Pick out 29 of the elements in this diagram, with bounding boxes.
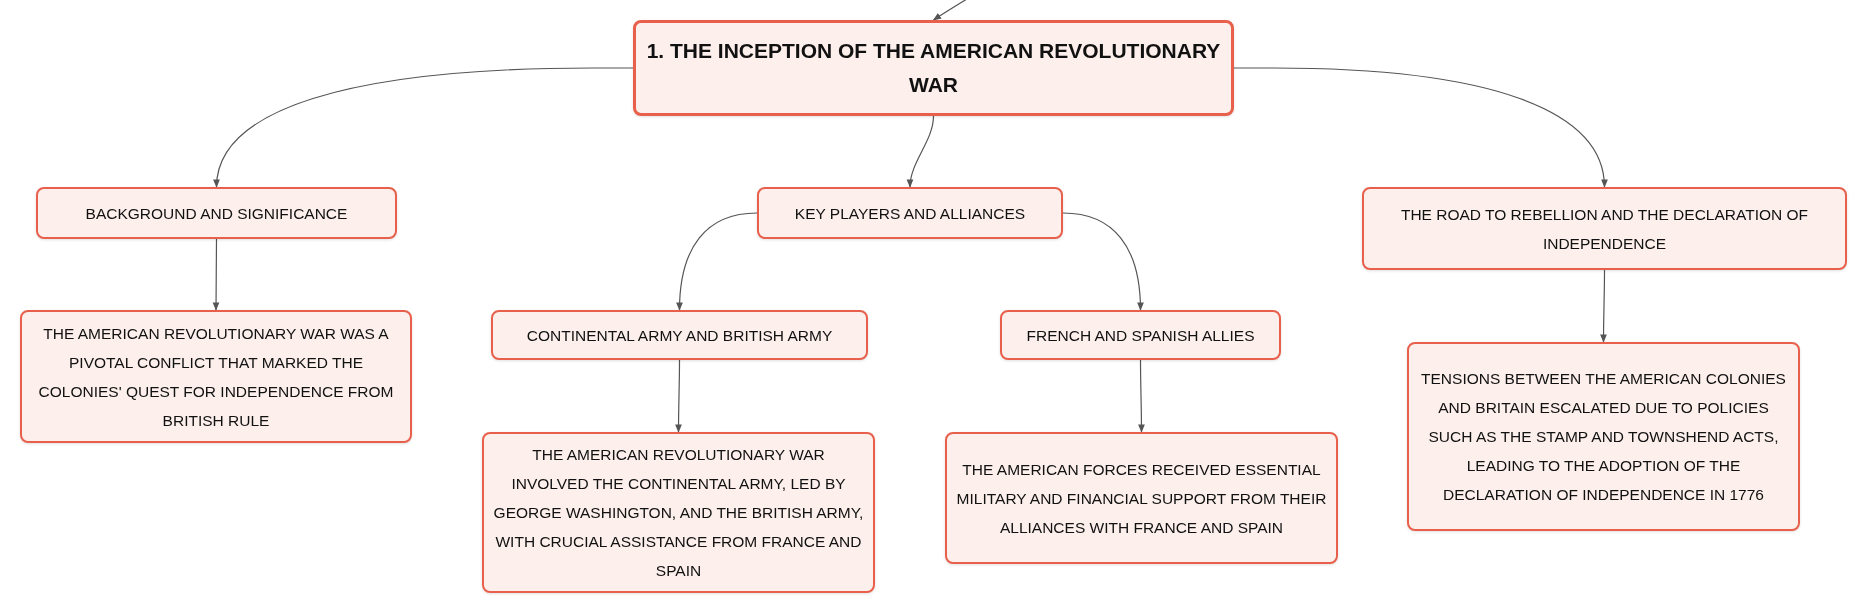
- subtopic-box: [945, 432, 1338, 564]
- subtopic-box: [757, 187, 1063, 239]
- node-text: THE AMERICAN REVOLUTIONARY WAR WAS A PIVOTAL CONFLICT THAT MARKED THE COLONIES' QUEST FOR INDEPENDENCE FROM BRITISH RULE: [37, 323, 395, 431]
- connector-arrow: [1600, 269, 1607, 343]
- subtopic-box: [1000, 310, 1281, 360]
- subtopic-box: [482, 432, 875, 593]
- subtopic-box: [1362, 187, 1847, 270]
- node-text: THE ROAD TO REBELLION AND THE DECLARATION OF INDEPENDENCE: [1399, 204, 1810, 254]
- connector-arrow: [1233, 67, 1607, 188]
- node-text: CONTINENTAL ARMY AND BRITISH ARMY: [526, 325, 833, 346]
- node-text: 1. THE INCEPTION OF THE AMERICAN REVOLUTIONARY WAR: [645, 38, 1222, 98]
- node-text: THE AMERICAN FORCES RECEIVED ESSENTIAL MILITARY AND FINANCIAL SUPPORT FROM THEIR ALLIANCES WITH FRANCE AND SPAIN: [955, 459, 1328, 538]
- connector-arrow: [214, 67, 634, 188]
- connector-arrow: [675, 359, 682, 433]
- connector-arrow: [1062, 212, 1144, 311]
- node-text: TENSIONS BETWEEN THE AMERICAN COLONIES AND BRITAIN ESCALATED DUE TO POLICIES SUCH AS THE STAMP AND TOWNSHEND ACTS, LEADING TO THE ADOPTION OF THE DECLARATION OF INDEPENDENCE IN 1776: [1420, 369, 1787, 505]
- connector-arrow: [907, 115, 935, 188]
- node-text: BACKGROUND AND SIGNIFICANCE: [85, 203, 348, 224]
- subtopic-box: [491, 310, 868, 360]
- connector-arrow: [676, 212, 758, 311]
- node-text: KEY PLAYERS AND ALLIANCES: [794, 203, 1026, 224]
- subtopic-box: [20, 310, 412, 443]
- node-text: THE AMERICAN REVOLUTIONARY WAR INVOLVED THE CONTINENTAL ARMY, LED BY GEORGE WASHINGTON, AND THE BRITISH ARMY, WITH CRUCIAL ASSISTANCE FROM FRANCE AND SPAIN: [492, 445, 865, 581]
- topic-box: [633, 20, 1234, 116]
- node-text: FRENCH AND SPANISH ALLIES: [1026, 325, 1255, 346]
- connector-arrow: [212, 238, 220, 311]
- subtopic-box: [1407, 342, 1800, 531]
- connector-arrow: [1138, 359, 1145, 433]
- subtopic-box: [36, 187, 397, 239]
